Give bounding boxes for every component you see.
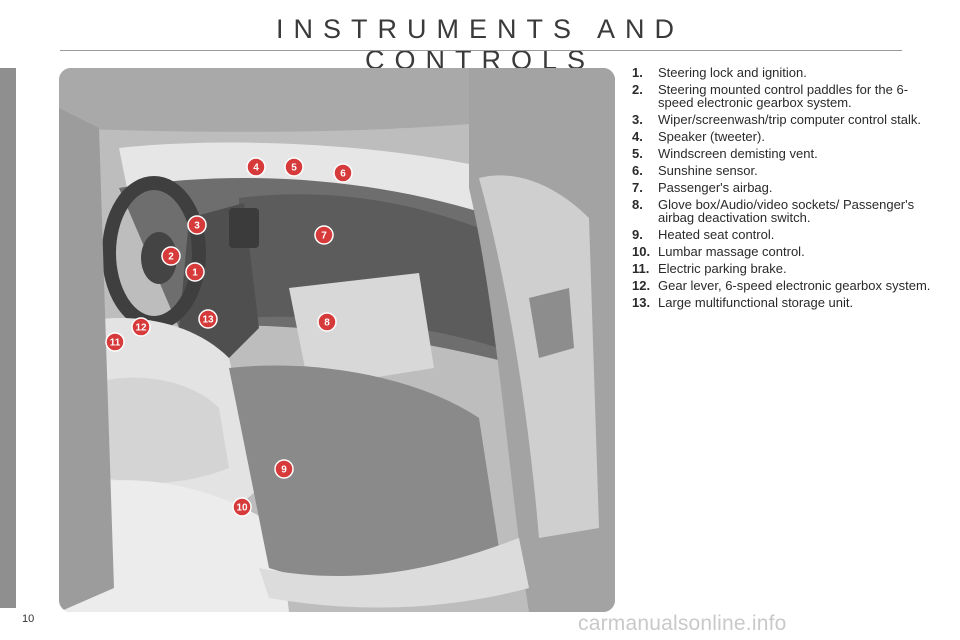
list-item: 12.Gear lever, 6-speed electronic gearbo… [632, 278, 931, 293]
svg-text:7: 7 [321, 231, 327, 242]
page-number: 10 [22, 613, 35, 625]
svg-text:4: 4 [253, 163, 259, 174]
list-item: 3.Wiper/screenwash/trip computer control… [632, 112, 921, 127]
list-item: 13.Large multifunctional storage unit. [632, 295, 854, 310]
callout-marker: 1 [185, 262, 205, 282]
callout-marker: 4 [246, 157, 266, 177]
callout-legend: 1.Steering lock and ignition. 2.Steering… [632, 66, 932, 313]
svg-text:2: 2 [168, 252, 174, 263]
svg-text:13: 13 [202, 315, 214, 326]
callout-marker: 5 [284, 157, 304, 177]
car-interior-illustration: 1 2 3 4 5 6 7 8 9 10 11 12 13 [59, 68, 615, 612]
title-divider [60, 50, 902, 51]
callout-marker: 13 [198, 309, 218, 329]
svg-text:1: 1 [192, 268, 198, 279]
watermark: carmanualsonline.info [578, 612, 787, 635]
svg-text:10: 10 [236, 503, 248, 514]
callout-marker: 8 [317, 312, 337, 332]
list-item: 11.Electric parking brake. [632, 261, 787, 276]
list-item: 4.Speaker (tweeter). [632, 129, 765, 144]
list-item: 2.Steering mounted control paddles for t… [632, 82, 909, 110]
callout-marker: 2 [161, 246, 181, 266]
list-item: 5.Windscreen demisting vent. [632, 146, 818, 161]
callout-marker: 10 [232, 497, 252, 517]
list-item: 1.Steering lock and ignition. [632, 65, 807, 80]
svg-text:6: 6 [340, 169, 346, 180]
svg-text:3: 3 [194, 221, 200, 232]
callout-marker: 7 [314, 225, 334, 245]
callout-marker: 9 [274, 459, 294, 479]
list-item: 7.Passenger's airbag. [632, 180, 773, 195]
list-item: 10.Lumbar massage control. [632, 244, 805, 259]
svg-text:11: 11 [110, 338, 121, 349]
callout-marker: 6 [333, 163, 353, 183]
svg-text:9: 9 [281, 465, 287, 476]
callout-marker: 11 [105, 332, 125, 352]
list-item: 6.Sunshine sensor. [632, 163, 758, 178]
svg-text:5: 5 [291, 163, 297, 174]
page-edge-bar [0, 68, 16, 608]
callout-marker: 3 [187, 215, 207, 235]
svg-text:12: 12 [135, 323, 147, 334]
callout-marker: 12 [131, 317, 151, 337]
list-item: 9.Heated seat control. [632, 227, 775, 242]
svg-text:8: 8 [324, 318, 330, 329]
list-item: 8.Glove box/Audio/video sockets/ Passeng… [632, 197, 915, 225]
